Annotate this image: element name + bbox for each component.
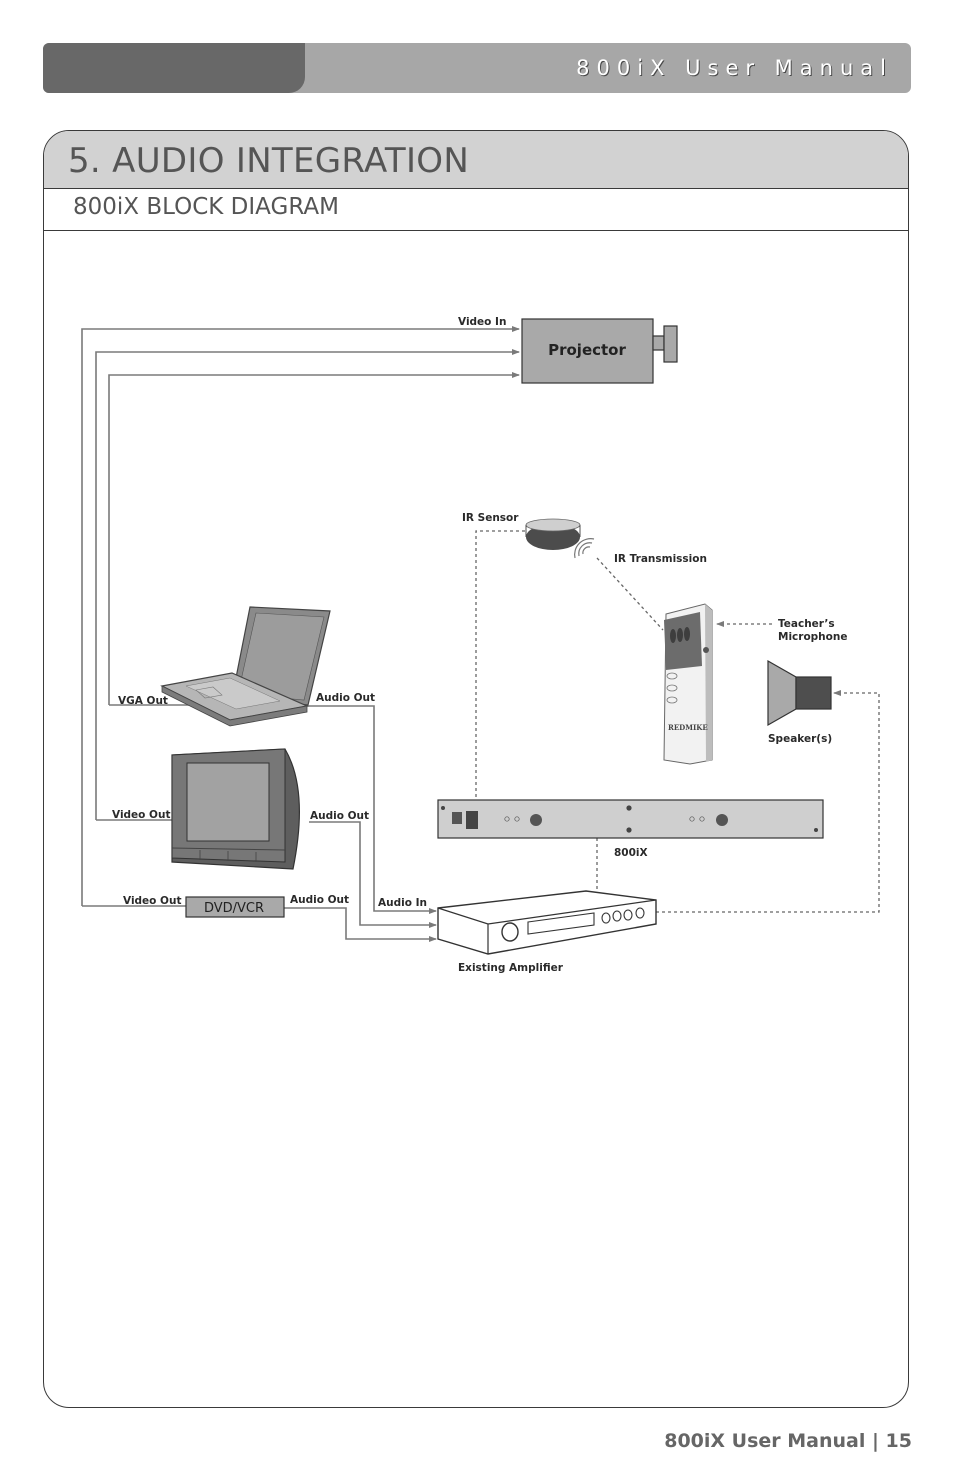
- dvd-vcr-label: DVD/VCR: [204, 901, 264, 916]
- receiver-icon: [437, 799, 824, 839]
- ir-waves-icon: [574, 538, 595, 559]
- speakers-label: Speaker(s): [768, 733, 832, 745]
- projector: Projector: [521, 318, 678, 384]
- dvd-video-out-label: Video Out: [123, 895, 181, 907]
- tv-icon: [171, 748, 300, 870]
- subtitle-divider: [44, 230, 908, 231]
- amplifier-icon: [437, 890, 657, 955]
- speaker-icon: [767, 659, 832, 727]
- page-footer: 800iX User Manual | 15: [664, 1430, 912, 1452]
- section-title: 5. AUDIO INTEGRATION: [68, 141, 470, 181]
- teacher-label-line2: Microphone: [778, 631, 847, 643]
- microphone-icon: REDMIKE: [663, 603, 713, 765]
- video-in-label: Video In: [458, 316, 506, 328]
- section-bar: 5. AUDIO INTEGRATION: [44, 131, 908, 189]
- amplifier-label: Existing Amplifier: [458, 962, 564, 974]
- content-frame: 5. AUDIO INTEGRATION 800iX BLOCK DIAGRAM: [43, 130, 909, 1408]
- ir-sensor-icon: [525, 518, 581, 550]
- video-lines: [81, 326, 520, 907]
- laptop-audio-out-label: Audio Out: [316, 692, 375, 704]
- tv-audio-out-label: Audio Out: [310, 810, 369, 822]
- dvd-vcr-box: DVD/VCR: [185, 896, 285, 918]
- section-subtitle: 800iX BLOCK DIAGRAM: [73, 194, 339, 220]
- ir-transmission-label: IR Transmission: [614, 553, 707, 565]
- header-tab: [43, 43, 305, 93]
- mic-brand: REDMIKE: [668, 723, 708, 732]
- teacher-label-line1: Teacher’s: [778, 618, 835, 630]
- projector-label: Projector: [548, 341, 626, 359]
- receiver-label: 800iX: [614, 847, 648, 859]
- header-title: 800iX User Manual: [576, 56, 893, 80]
- ir-sensor-label: IR Sensor: [462, 512, 519, 524]
- laptop-icon: [160, 606, 331, 727]
- dvd-audio-out-label: Audio Out: [290, 894, 349, 906]
- audio-lines: [284, 705, 437, 942]
- dashed-lines: [475, 530, 880, 913]
- audio-in-label: Audio In: [378, 897, 427, 909]
- vga-out-label: VGA Out: [118, 695, 168, 707]
- page-header: 800iX User Manual: [43, 43, 911, 93]
- tv-video-out-label: Video Out: [112, 809, 170, 821]
